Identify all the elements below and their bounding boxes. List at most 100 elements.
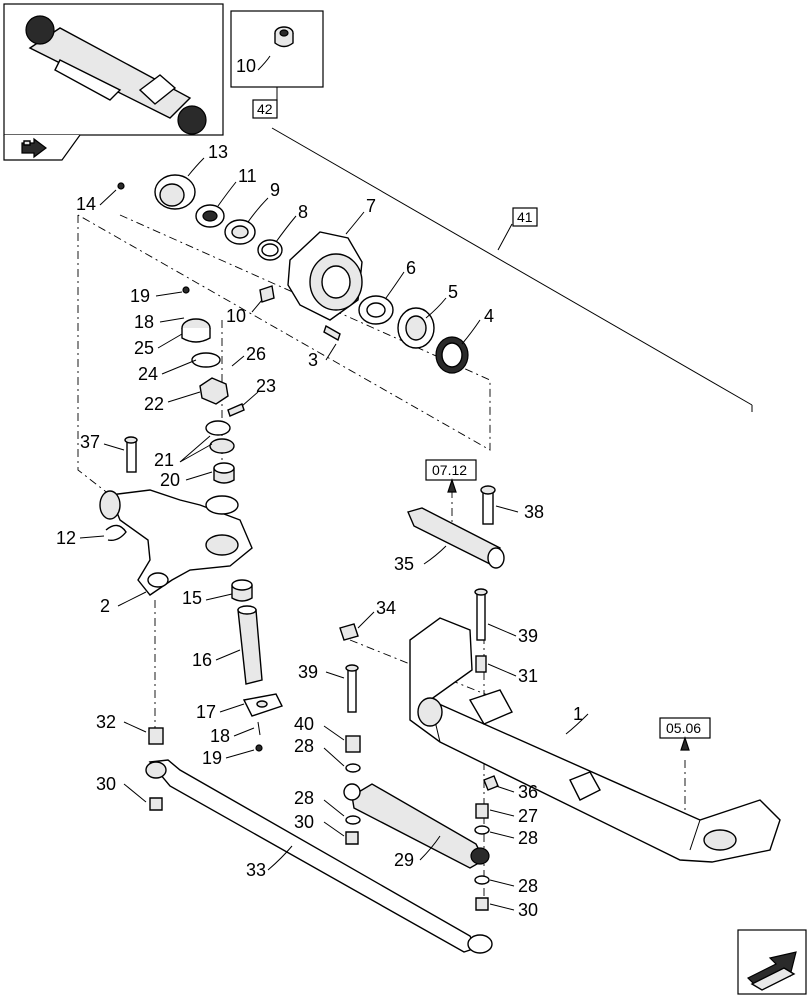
part-39-bolt-right (474, 588, 488, 641)
part-28-washers (345, 763, 490, 885)
callout-1: 1 (573, 704, 583, 724)
part-19-screw-lower (255, 744, 263, 752)
nut-10-inset-icon (274, 26, 294, 48)
callout-10: 10 (226, 306, 246, 326)
part-14-screw (117, 182, 125, 190)
callout-19-lower: 19 (202, 748, 222, 768)
reference-05-06: 05.06 (666, 720, 701, 736)
callout-28-d: 28 (518, 876, 538, 896)
callout-21: 21 (154, 450, 174, 470)
assembly-thumbnail[interactable] (3, 3, 224, 161)
part-5-bearing (397, 307, 435, 349)
left-vertical-axis-line (77, 215, 156, 531)
callout-27: 27 (518, 806, 538, 826)
callout-14: 14 (76, 194, 96, 214)
part-38-bolt (480, 485, 496, 525)
callout-39-right: 39 (518, 626, 538, 646)
callout-30-a: 30 (96, 774, 116, 794)
callout-leaders (79, 157, 589, 911)
inset-part-10: 10 (230, 10, 324, 100)
callout-20: 20 (160, 470, 180, 490)
callout-3: 3 (308, 350, 318, 370)
reference-box-41[interactable]: 41 (512, 207, 538, 227)
callout-37: 37 (80, 432, 100, 452)
callout-22: 22 (144, 394, 164, 414)
callout-18-lower: 18 (210, 726, 230, 746)
callout-23: 23 (256, 376, 276, 396)
part-31-sleeve (475, 655, 487, 673)
part-37-bolt (124, 436, 138, 473)
part-9-bearing (224, 219, 256, 245)
part-27-bushing (475, 803, 489, 819)
callout-19-upper: 19 (130, 286, 150, 306)
callout-32: 32 (96, 712, 116, 732)
callout-17: 17 (196, 702, 216, 722)
part-18-pin-lower (257, 721, 261, 736)
callout-29: 29 (394, 850, 414, 870)
part-20-bushing (213, 462, 235, 484)
part-10-nipple (259, 285, 275, 303)
part-23-pin (227, 403, 245, 417)
part-35-pin (407, 507, 505, 569)
group-bracket-line (271, 127, 753, 406)
callout-15: 15 (182, 588, 202, 608)
callout-18-upper: 18 (134, 312, 154, 332)
part-15-bushing (231, 579, 253, 602)
part-8-ring (257, 239, 283, 261)
callout-38: 38 (524, 502, 544, 522)
part-39-bolt-middle (345, 664, 359, 713)
callout-26: 26 (246, 344, 266, 364)
part-36-nut (483, 775, 499, 791)
callout-10-inset: 10 (236, 56, 256, 76)
ref-41-leader (497, 223, 513, 251)
reference-box-07-12[interactable]: 07.12 (425, 459, 477, 493)
reference-box-05-06[interactable]: 05.06 (659, 717, 711, 751)
part-22-nut (199, 377, 229, 405)
callout-33: 33 (246, 860, 266, 880)
callout-28-b: 28 (294, 788, 314, 808)
thumbnail-nav-icon[interactable] (21, 137, 47, 159)
part-25-cap (181, 318, 211, 343)
part-16-kingpin (237, 605, 263, 685)
next-page-button[interactable] (737, 929, 807, 995)
part-6-seal (358, 295, 394, 325)
reference-07-12: 07.12 (432, 462, 467, 478)
callout-9: 9 (270, 180, 280, 200)
callout-6: 6 (406, 258, 416, 278)
callout-25: 25 (134, 338, 154, 358)
reference-box-42[interactable]: 42 (252, 99, 278, 119)
part-24-oring (191, 352, 221, 368)
part-11-bearing-cone (195, 204, 225, 228)
part-4-seal (435, 336, 469, 374)
callout-13: 13 (208, 142, 228, 162)
part-40-sleeve (345, 735, 361, 753)
callout-36: 36 (518, 782, 538, 802)
callout-2: 2 (100, 596, 110, 616)
part-13-seal (154, 174, 196, 210)
part-1-axle-beam (409, 617, 781, 863)
part-17-plate (242, 693, 283, 717)
part-19-screw-upper (182, 286, 190, 294)
callout-16: 16 (192, 650, 212, 670)
part-32-sleeve (148, 727, 164, 745)
callout-28-c: 28 (518, 828, 538, 848)
part-7-wheel-hub (287, 231, 363, 321)
assembly-thumbnail-icon (25, 15, 207, 135)
callout-28-a: 28 (294, 736, 314, 756)
part-34-grease-nipple (339, 623, 359, 641)
callout-11: 11 (238, 166, 257, 186)
callout-30-b: 30 (294, 812, 314, 832)
callout-40: 40 (294, 714, 314, 734)
callout-35: 35 (394, 554, 414, 574)
callout-34: 34 (376, 598, 396, 618)
callout-30-c: 30 (518, 900, 538, 920)
part-21-washers (205, 420, 235, 454)
part-2-steering-knuckle (99, 489, 253, 596)
part-3-bolt (323, 324, 341, 342)
callout-31: 31 (518, 666, 538, 686)
part-12-circlip (105, 524, 127, 542)
callout-7: 7 (366, 196, 376, 216)
part-29-steering-cylinder (343, 783, 490, 869)
part-33-tie-rod (145, 759, 493, 954)
